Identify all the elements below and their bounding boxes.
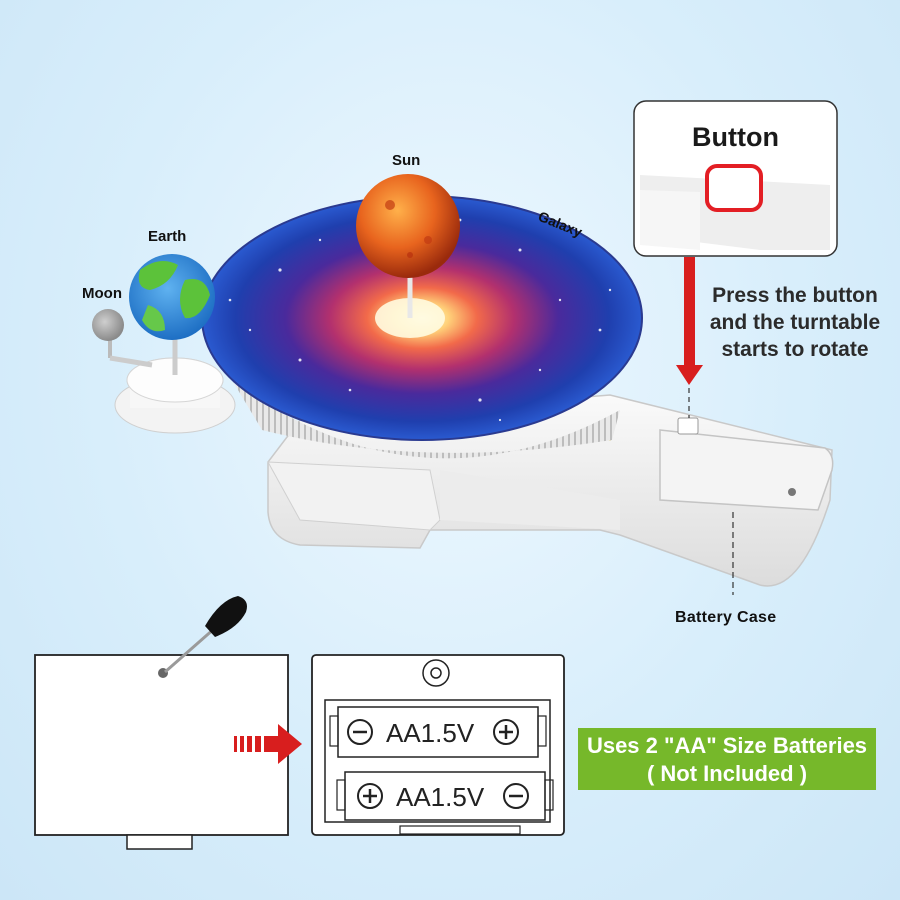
battery-note-line2: ( Not Included ) <box>646 761 808 786</box>
button-callout <box>633 100 838 257</box>
battery-note-banner: Uses 2 "AA" Size Batteries ( Not Include… <box>578 728 876 790</box>
power-button[interactable] <box>677 417 699 435</box>
minus-icon <box>503 783 529 809</box>
button-highlight <box>705 164 763 212</box>
label-moon: Moon <box>82 285 122 302</box>
press-instruction-line: starts to rotate <box>721 338 869 361</box>
plus-icon <box>493 719 519 745</box>
press-instruction: Press the button and the turntable start… <box>690 282 900 363</box>
label-sun: Sun <box>392 152 421 169</box>
label-earth: Earth <box>148 228 187 245</box>
minus-icon <box>347 719 373 745</box>
battery-compartment <box>311 654 565 836</box>
screwdriver-icon <box>164 596 247 674</box>
earth-model <box>129 254 215 340</box>
earth-moon-arm <box>108 320 236 434</box>
button-callout-title: Button <box>692 122 779 152</box>
sun-model <box>356 174 460 318</box>
label-battery-case: Battery Case <box>675 609 777 626</box>
battery-1-label: AA1.5V <box>386 718 475 748</box>
turntable-gear <box>232 380 620 459</box>
press-instruction-line: Press the button <box>712 284 878 307</box>
red-arrow-down <box>676 257 703 418</box>
battery-cover <box>34 654 289 850</box>
red-arrow-right <box>234 724 302 764</box>
battery-case <box>659 417 834 595</box>
plus-icon <box>357 783 383 809</box>
press-instruction-line: and the turntable <box>709 311 881 334</box>
battery-note-line1: Uses 2 "AA" Size Batteries <box>586 733 868 758</box>
battery-2-label: AA1.5V <box>396 782 485 812</box>
moon-model <box>92 309 124 341</box>
